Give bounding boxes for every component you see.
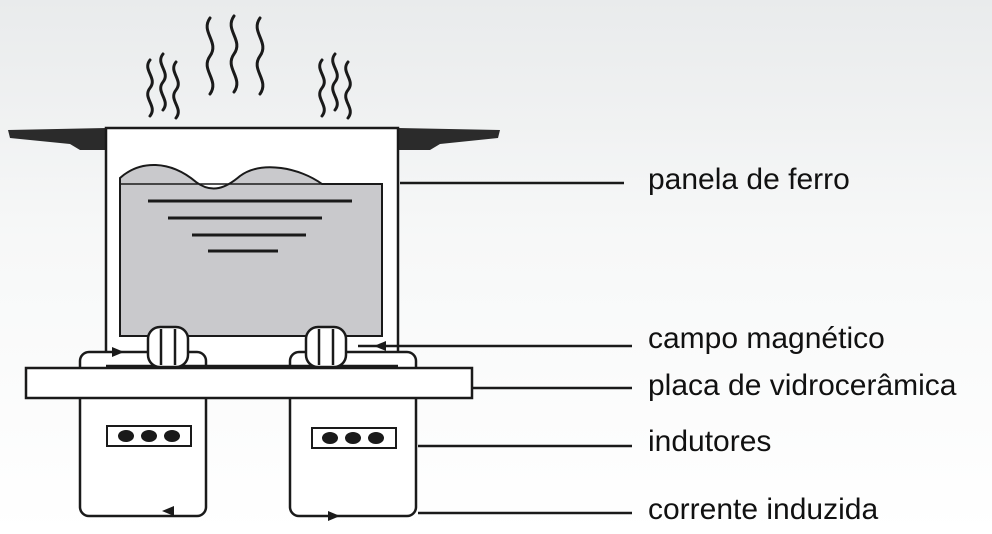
label-placa: placa de vidrocerâmica <box>648 369 957 402</box>
arrowhead-icon <box>162 506 174 516</box>
leader-lines <box>358 181 632 515</box>
coil-icon <box>304 325 348 369</box>
coil-icon <box>146 325 190 369</box>
arrowhead-icon <box>328 511 340 521</box>
inductor-window-right <box>311 427 397 449</box>
label-indutores: indutores <box>648 425 772 458</box>
label-panela: panela de ferro <box>648 163 850 196</box>
label-corrente: corrente induzida <box>648 493 879 526</box>
pan-handle-right <box>398 128 500 150</box>
arrowhead-icon <box>112 347 124 357</box>
boiling-lines <box>148 199 352 253</box>
glass-ceramic-plate <box>24 366 474 400</box>
inductor-window-left <box>106 425 192 447</box>
pan-handle-left <box>8 128 106 150</box>
steam-icon <box>146 14 352 120</box>
label-campo: campo magnético <box>648 322 885 355</box>
